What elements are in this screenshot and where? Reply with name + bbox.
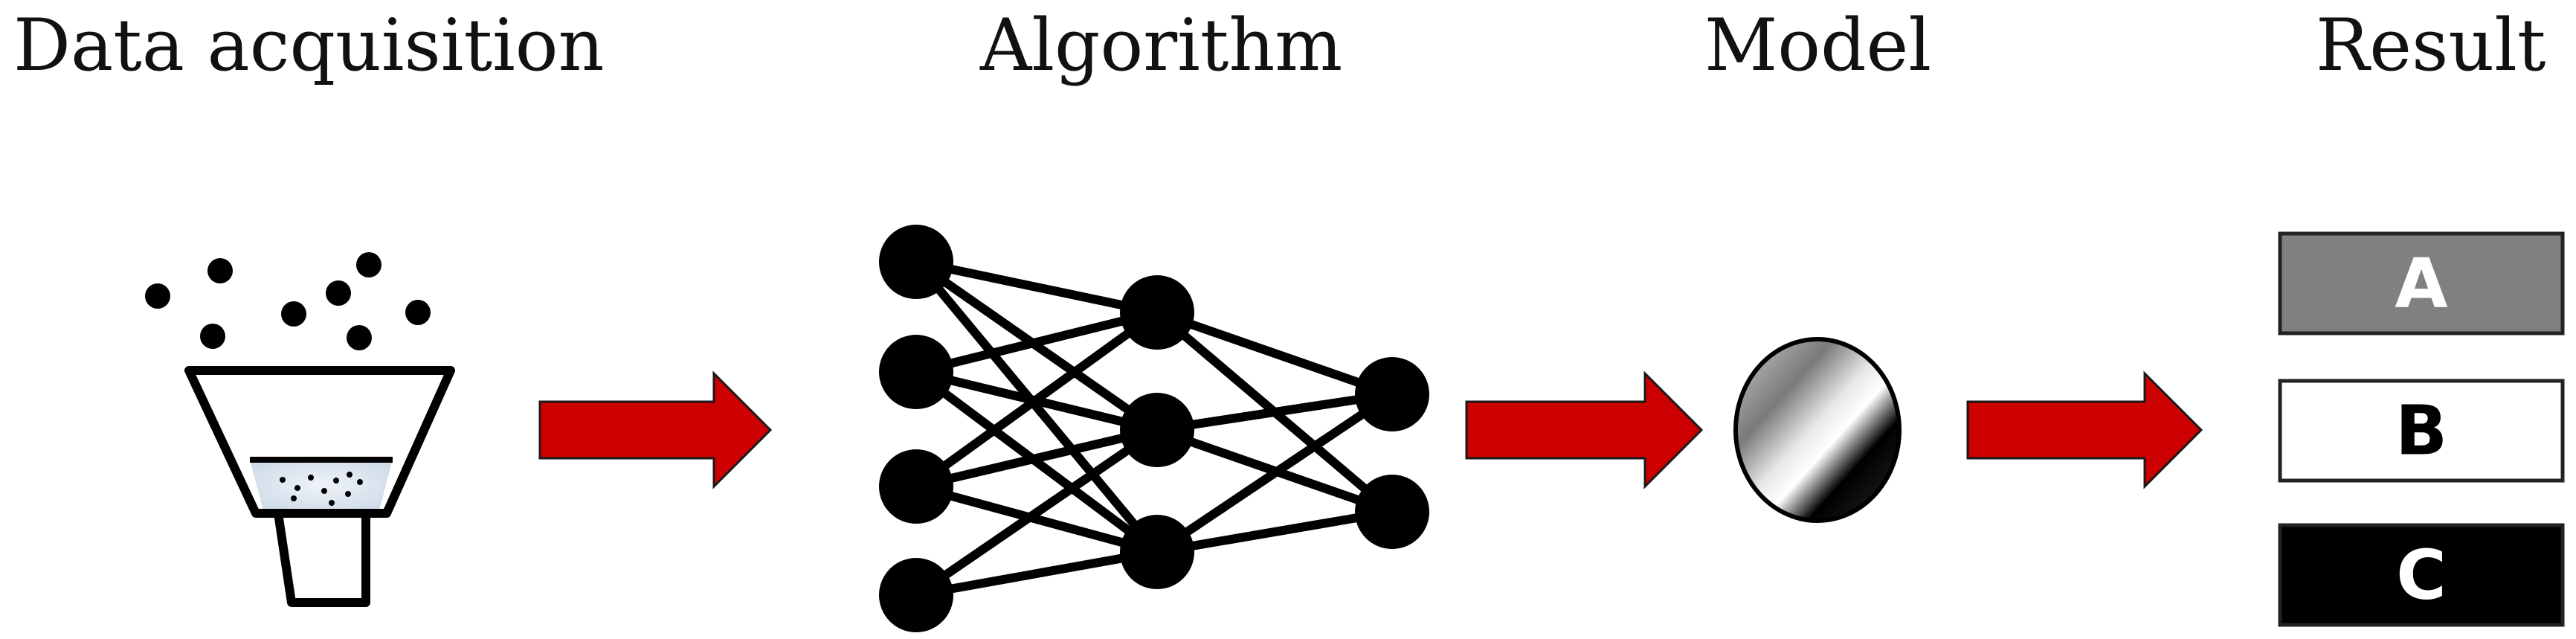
result-boxes: A B C [2278,231,2565,627]
arrow-1 [538,370,773,489]
neural-network-nodes [879,225,1429,632]
funnel-icon [145,252,455,607]
input-node-2 [879,335,953,409]
result-box-b: B [2278,379,2565,483]
hidden-node-3 [1120,515,1194,589]
result-label-c: C [2396,536,2447,615]
output-node-1 [1355,357,1429,431]
hidden-node-1 [1120,275,1194,350]
input-node-4 [879,558,953,632]
input-node-1 [879,225,953,299]
stage-title-result: Result [2316,4,2546,87]
arrow-3 [1966,370,2203,489]
result-label-a: A [2395,244,2447,324]
stage-title-data-acquisition: Data acquisition [13,4,605,87]
model-disc-icon [1733,337,1902,523]
input-node-3 [879,449,953,524]
neural-network-icon [912,257,1397,600]
arrow-2 [1465,370,1704,489]
result-box-a: A [2278,231,2565,335]
stage-title-model: Model [1704,4,1932,87]
result-label-b: B [2395,391,2447,471]
result-box-c: C [2278,523,2565,627]
hidden-node-2 [1120,393,1194,467]
output-node-2 [1355,475,1429,549]
stage-title-algorithm: Algorithm [980,4,1343,87]
